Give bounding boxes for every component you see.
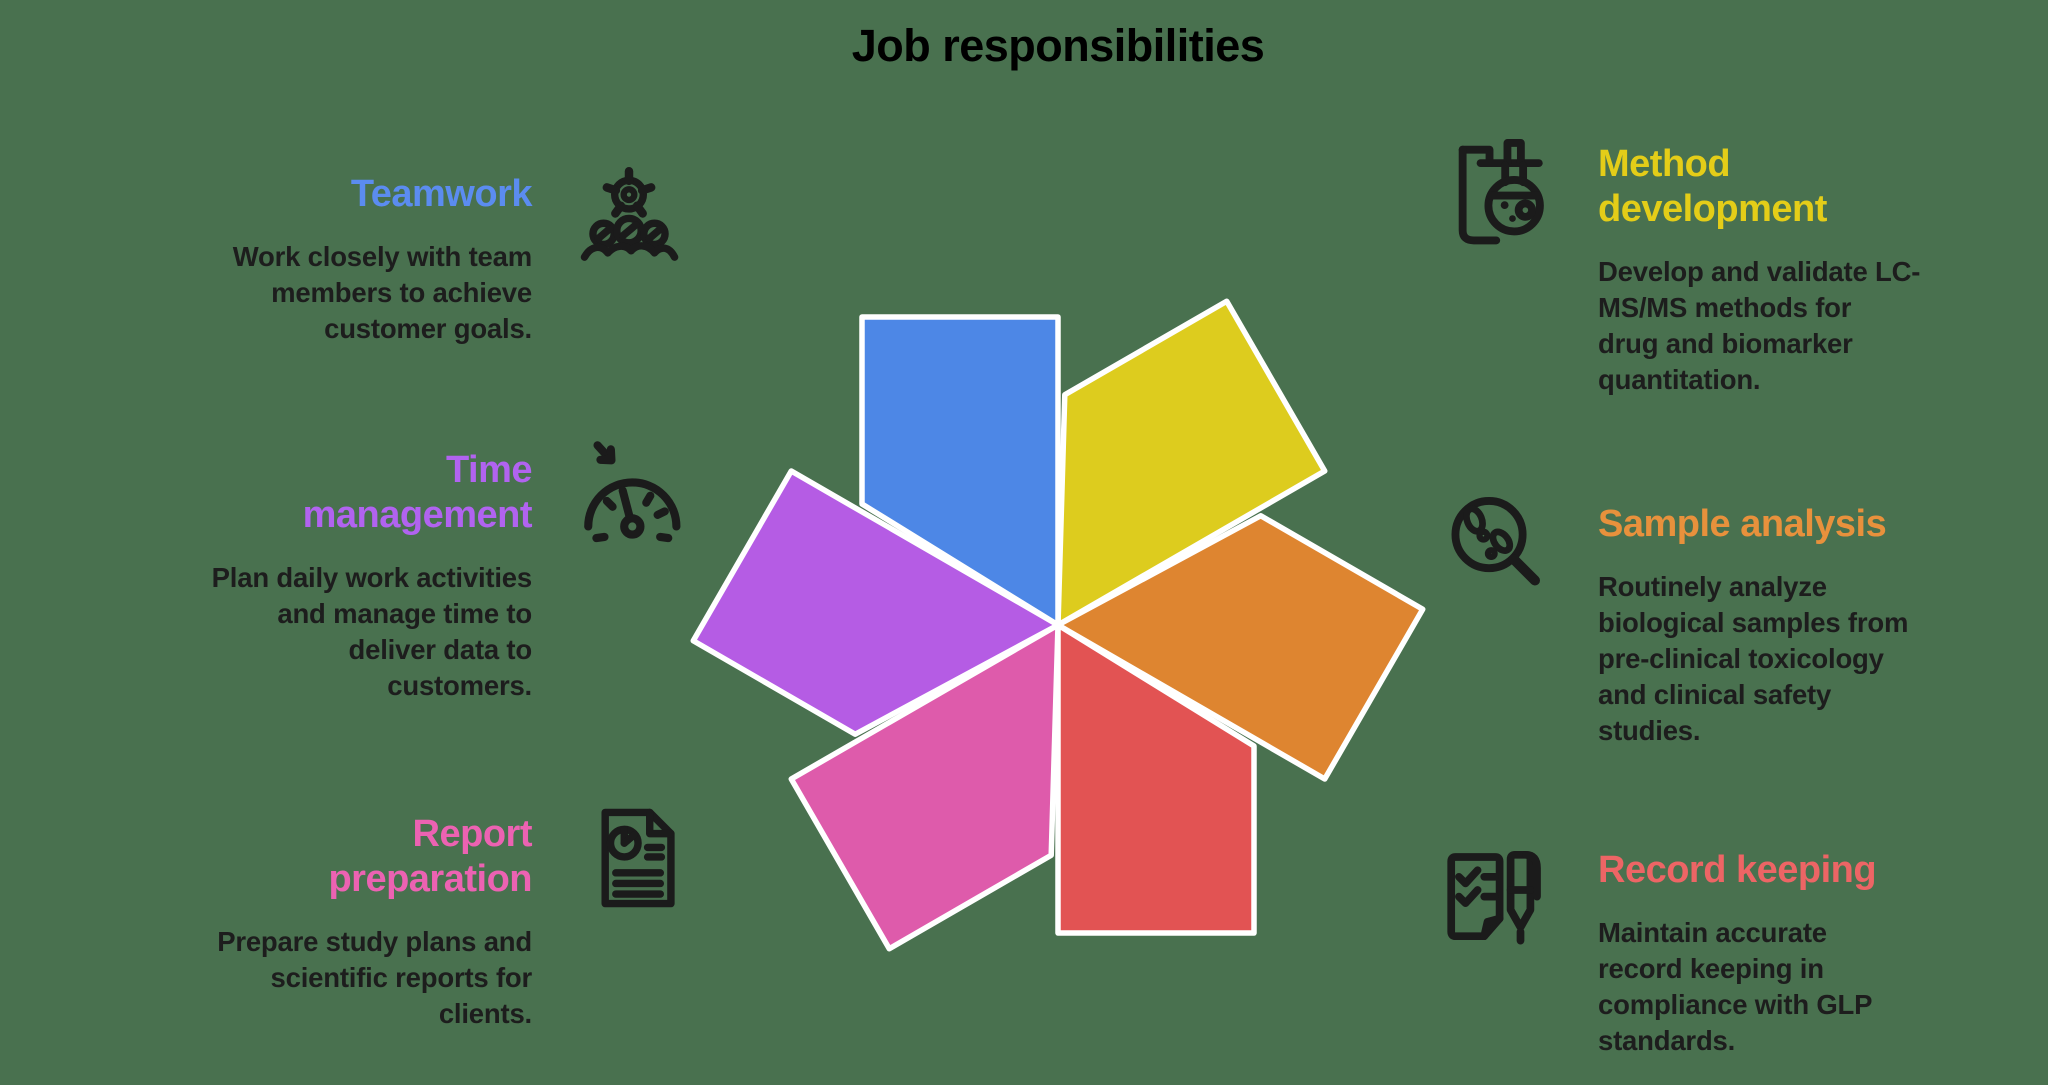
section-heading: Teamwork <box>350 173 533 215</box>
section-description: Maintain accurate record keeping in comp… <box>1598 917 1873 1056</box>
page-title: Job responsibilities <box>851 20 1265 71</box>
section-time-management: Time management Plan daily work activiti… <box>112 448 533 704</box>
petal-blue <box>859 314 1061 628</box>
petal-pink <box>788 622 1061 952</box>
petal-orange <box>1055 513 1426 782</box>
checklist-pen-icon <box>1438 846 1548 956</box>
section-teamwork: Teamwork Work closely with team members … <box>112 172 533 347</box>
section-record-keeping: Record keeping Maintain accurate record … <box>1598 848 2018 1059</box>
petal-yellow <box>1055 298 1328 628</box>
section-description: Plan daily work activities and manage ti… <box>211 562 533 701</box>
section-description: Develop and validate LC- MS/MS methods f… <box>1598 256 1921 395</box>
section-description: Work closely with team members to achiev… <box>232 241 532 344</box>
section-heading: Time management <box>302 449 533 536</box>
speedometer-icon <box>572 436 688 552</box>
section-sample-analysis: Sample analysis Routinely analyze biolog… <box>1598 502 2018 749</box>
section-description: Routinely analyze biological samples fro… <box>1598 571 1909 746</box>
section-report-preparation: Report preparation Prepare study plans a… <box>112 812 532 1032</box>
section-heading: Report preparation <box>328 813 532 900</box>
report-document-icon <box>584 802 690 914</box>
section-heading: Method development <box>1598 143 1827 230</box>
flask-stand-icon <box>1438 134 1550 246</box>
petal-purple <box>690 468 1061 737</box>
magnifier-specimen-icon <box>1442 492 1554 604</box>
petal-red <box>1055 622 1257 936</box>
section-heading: Record keeping <box>1598 849 1877 891</box>
section-heading: Sample analysis <box>1598 503 1887 545</box>
team-gear-icon <box>576 166 682 272</box>
section-description: Prepare study plans and scientific repor… <box>217 926 532 1029</box>
section-method-development: Method development Develop and validate … <box>1598 142 2018 398</box>
